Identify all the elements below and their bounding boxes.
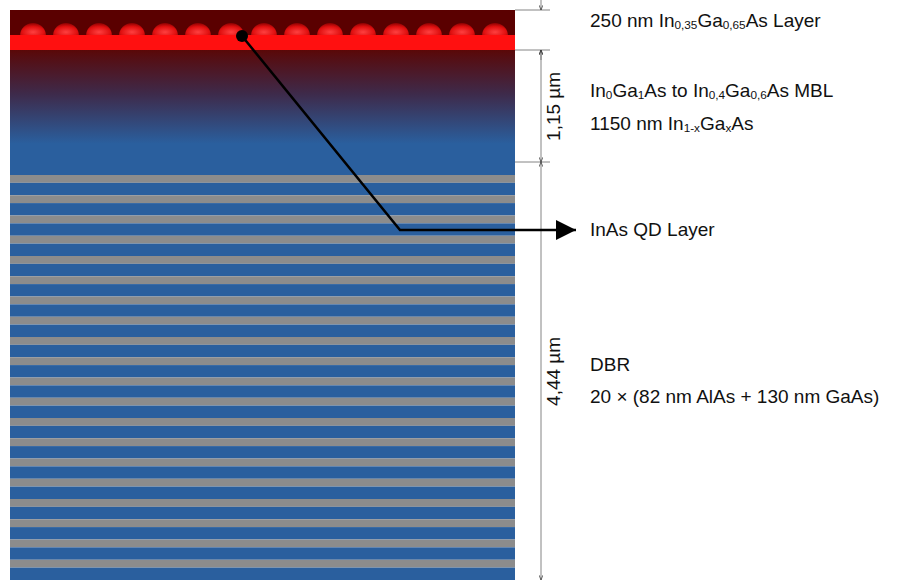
callout-label: InAs QD Layer: [590, 219, 715, 242]
alas-layer: [10, 418, 515, 426]
gaas-layer: [10, 385, 515, 397]
gaas-layer: [10, 426, 515, 438]
alas-layer: [10, 479, 515, 487]
alas-layer: [10, 459, 515, 467]
quantum-dot: [449, 23, 475, 36]
layer-label: 20 × (82 nm AlAs + 130 nm GaAs): [590, 386, 879, 409]
buffer-layer: [10, 50, 515, 175]
gaas-layer: [10, 284, 515, 296]
dimension-label: 1,15 µm: [544, 71, 567, 140]
gaas-layer: [10, 244, 515, 256]
alas-layer: [10, 519, 515, 527]
layer-label: 1150 nm In1-xGaxAs: [590, 113, 753, 136]
gaas-layer: [10, 507, 515, 519]
quantum-dot: [185, 23, 211, 36]
quantum-dot: [251, 23, 277, 36]
gaas-layer: [10, 487, 515, 499]
alas-layer: [10, 357, 515, 365]
alas-layer: [10, 499, 515, 507]
alas-layer: [10, 560, 515, 568]
dbr-stack: [10, 175, 515, 580]
gaas-layer: [10, 527, 515, 539]
alas-layer: [10, 175, 515, 183]
alas-layer: [10, 276, 515, 284]
gaas-layer: [10, 568, 515, 580]
gaas-layer: [10, 345, 515, 357]
gaas-layer: [10, 365, 515, 377]
dimension-label: 4,44 µm: [544, 336, 567, 405]
gaas-layer: [10, 264, 515, 276]
quantum-dot: [53, 23, 79, 36]
alas-layer: [10, 540, 515, 548]
gaas-layer: [10, 304, 515, 316]
quantum-dot: [416, 23, 442, 36]
alas-layer: [10, 297, 515, 305]
alas-layer: [10, 378, 515, 386]
top-layer: [10, 10, 515, 36]
quantum-dot: [86, 23, 112, 36]
alas-layer: [10, 256, 515, 264]
callout-leader: [236, 30, 576, 230]
quantum-dot: [482, 23, 508, 36]
layer-label: In0Ga1As to In0,4Ga0,6As MBL: [590, 80, 833, 103]
layer-label: 250 nm In0,35Ga0,65As Layer: [590, 10, 821, 33]
gaas-layer: [10, 325, 515, 337]
quantum-dot: [350, 23, 376, 36]
alas-layer: [10, 438, 515, 446]
gaas-layer: [10, 547, 515, 559]
gaas-layer: [10, 406, 515, 418]
quantum-dot: [284, 23, 310, 36]
gaas-layer: [10, 203, 515, 215]
gaas-layer: [10, 183, 515, 195]
quantum-dot: [20, 23, 46, 36]
quantum-dot: [383, 23, 409, 36]
alas-layer: [10, 337, 515, 345]
alas-layer: [10, 398, 515, 406]
gaas-layer: [10, 466, 515, 478]
quantum-dot: [317, 23, 343, 36]
alas-layer: [10, 216, 515, 224]
layer-label: DBR: [590, 354, 630, 377]
alas-layer: [10, 236, 515, 244]
alas-layer: [10, 195, 515, 203]
qd-wetting-layer: [10, 35, 515, 50]
quantum-dot: [119, 23, 145, 36]
quantum-dot: [152, 23, 178, 36]
alas-layer: [10, 317, 515, 325]
gaas-layer: [10, 446, 515, 458]
quantum-dots: [20, 23, 508, 36]
